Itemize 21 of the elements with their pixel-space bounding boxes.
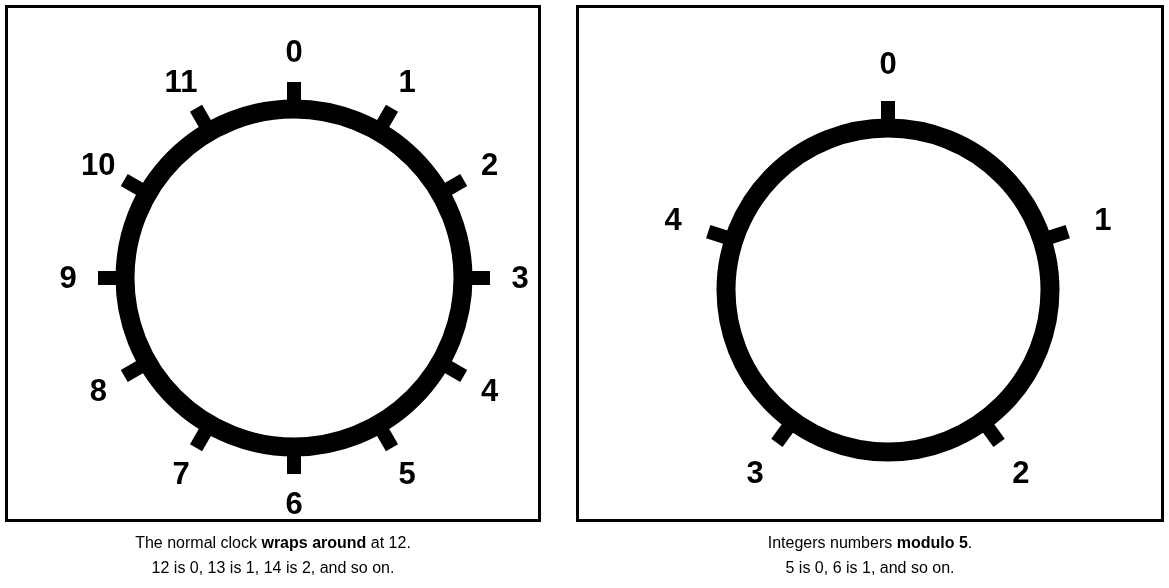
panel-label: The normal clock wraps around at 12. xyxy=(134,533,412,553)
tick-number: 5 xyxy=(398,457,416,490)
tick-number: 4 xyxy=(664,204,682,237)
tick-number: 10 xyxy=(81,149,116,181)
tick-number: 7 xyxy=(172,457,190,490)
tick-number: 9 xyxy=(59,262,77,294)
tick-number: 1 xyxy=(398,66,416,99)
tick-number: 0 xyxy=(285,36,303,68)
panel-label: 12 is 0, 13 is 1, 14 is 2, and so on. xyxy=(150,558,396,578)
panel-label: Integers numbers modulo 5. xyxy=(766,533,974,553)
tick-number: 2 xyxy=(481,149,499,181)
tick-number: 3 xyxy=(511,262,529,294)
tick-number: 1 xyxy=(1094,204,1112,237)
tick-number: 8 xyxy=(89,375,107,407)
tick-number: 6 xyxy=(285,488,303,520)
tick-number: 3 xyxy=(746,456,764,489)
tick-number: 0 xyxy=(879,48,897,80)
tick-number: 4 xyxy=(481,375,499,407)
tick-number: 2 xyxy=(1012,456,1030,489)
panel-label: 5 is 0, 6 is 1, and so on. xyxy=(784,558,956,578)
tick-number: 11 xyxy=(164,66,198,99)
